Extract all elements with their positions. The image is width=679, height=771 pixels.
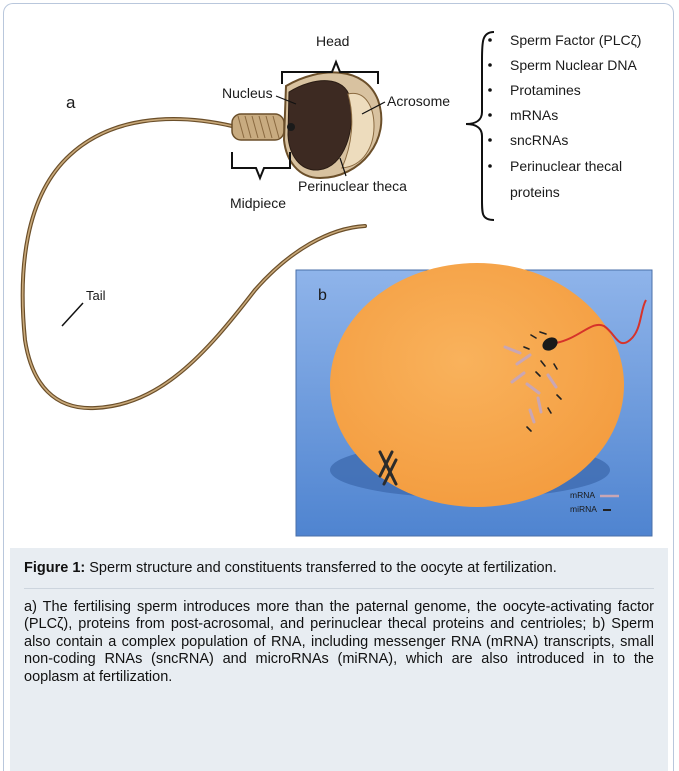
constituent-item: Perinuclear thecal	[510, 158, 622, 174]
constituent-item: Protamines	[510, 82, 581, 98]
figure-caption: Figure 1: Sperm structure and constituen…	[10, 548, 668, 771]
head-label: Head	[316, 33, 349, 49]
figure-illustration: a Head Midpiece Nucleus Acrosome Perinuc…	[0, 0, 679, 548]
constituent-item: mRNAs	[510, 107, 558, 123]
acrosome-label: Acrosome	[387, 93, 450, 109]
constituent-item: Sperm Nuclear DNA	[510, 57, 637, 73]
legend-label-mirna: miRNA	[570, 504, 597, 514]
figure-title: Sperm structure and constituents transfe…	[85, 560, 556, 576]
caption-title: Figure 1: Sperm structure and constituen…	[24, 560, 654, 589]
midpiece-brace	[232, 152, 290, 178]
nucleus-label: Nucleus	[222, 85, 273, 101]
constituent-item: Sperm Factor (PLCζ)	[510, 32, 641, 48]
perinuclear-theca-label: Perinuclear theca	[298, 178, 407, 194]
constituents-list: Sperm Factor (PLCζ) Sperm Nuclear DNA Pr…	[488, 32, 641, 200]
constituent-item: proteins	[510, 184, 560, 200]
sperm-head	[284, 72, 381, 178]
figure-label: Figure 1:	[24, 560, 85, 576]
oocyte	[330, 263, 624, 507]
tail-label: Tail	[86, 288, 106, 303]
constituents-brace	[466, 32, 494, 220]
legend-label-mrna: mRNA	[570, 490, 595, 500]
constituent-item: sncRNAs	[510, 132, 568, 148]
caption-body: a) The fertilising sperm introduces more…	[24, 599, 654, 687]
panel-b-letter: b	[318, 287, 327, 304]
midpiece-label: Midpiece	[230, 195, 286, 211]
panel-a-letter: a	[66, 93, 76, 112]
midpiece-shape	[232, 114, 284, 140]
